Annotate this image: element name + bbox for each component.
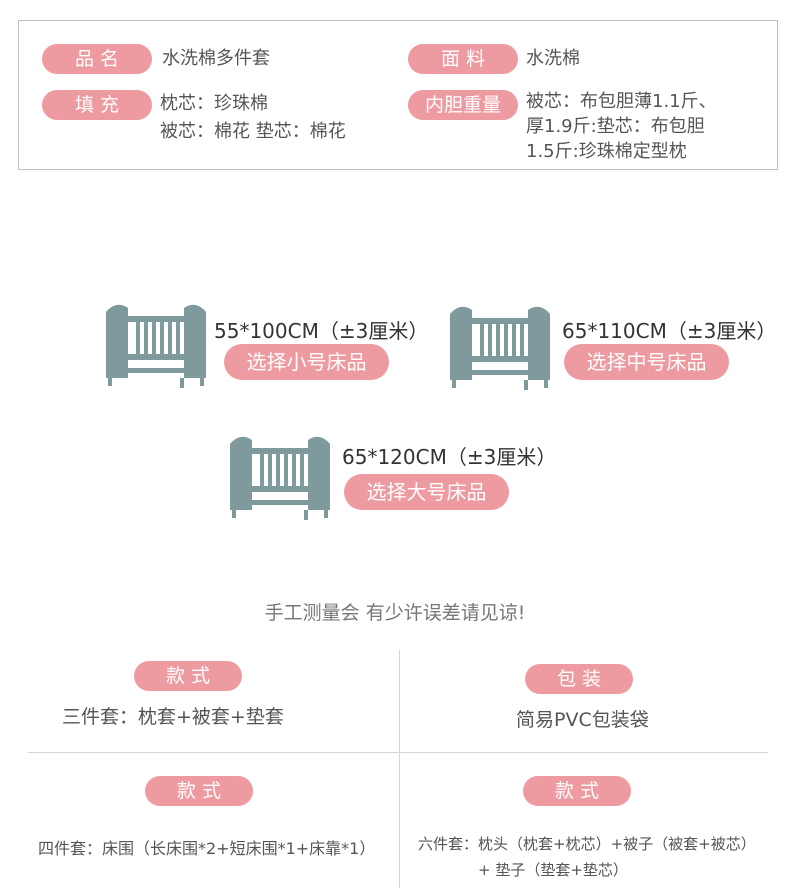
large-crib-icon <box>230 436 330 520</box>
style-desc-3-line-1: 六件套：枕头（枕套+枕芯）+被子（被套+被芯） <box>418 835 756 853</box>
style-desc-2: 四件套：床围（长床围*2+短床围*1+床靠*1） <box>38 839 376 858</box>
medium-crib-icon <box>450 306 550 390</box>
weight-label: 内胆重量 <box>408 90 518 120</box>
select-small-button[interactable]: 选择小号床品 <box>224 344 389 380</box>
medium-size-text: 65*110CM（±3厘米） <box>562 319 777 343</box>
grid-divider-vertical <box>399 650 400 888</box>
style-label-1: 款 式 <box>134 661 242 691</box>
small-crib-icon <box>106 304 206 388</box>
filling-line-2: 被芯：棉花 垫芯：棉花 <box>160 121 346 142</box>
weight-line-3: 1.5斤:珍珠棉定型枕 <box>526 141 687 162</box>
filling-label: 填 充 <box>42 90 152 120</box>
name-label: 品 名 <box>42 44 152 74</box>
package-label: 包 装 <box>525 664 633 694</box>
grid-divider-horizontal <box>28 752 768 753</box>
filling-line-1: 枕芯：珍珠棉 <box>160 93 268 114</box>
spec-table <box>18 20 778 170</box>
weight-line-2: 厚1.9斤:垫芯：布包胆 <box>526 116 705 137</box>
measurement-note: 手工测量会 有少许误差请见谅! <box>264 602 526 624</box>
fabric-value: 水洗棉 <box>526 48 580 69</box>
select-large-button[interactable]: 选择大号床品 <box>344 474 509 510</box>
style-desc-1: 三件套：枕套+被套+垫套 <box>62 706 284 728</box>
name-value: 水洗棉多件套 <box>162 48 270 69</box>
weight-line-1: 被芯：布包胆薄1.1斤、 <box>526 91 717 112</box>
package-desc: 简易PVC包装袋 <box>516 709 649 731</box>
style-desc-3-line-2: + 垫子（垫套+垫芯） <box>478 861 628 879</box>
small-size-text: 55*100CM（±3厘米） <box>214 319 429 343</box>
style-label-3: 款 式 <box>523 776 631 806</box>
large-size-text: 65*120CM（±3厘米） <box>342 445 557 469</box>
fabric-label: 面 料 <box>408 44 518 74</box>
select-medium-button[interactable]: 选择中号床品 <box>564 344 729 380</box>
style-label-2: 款 式 <box>145 776 253 806</box>
